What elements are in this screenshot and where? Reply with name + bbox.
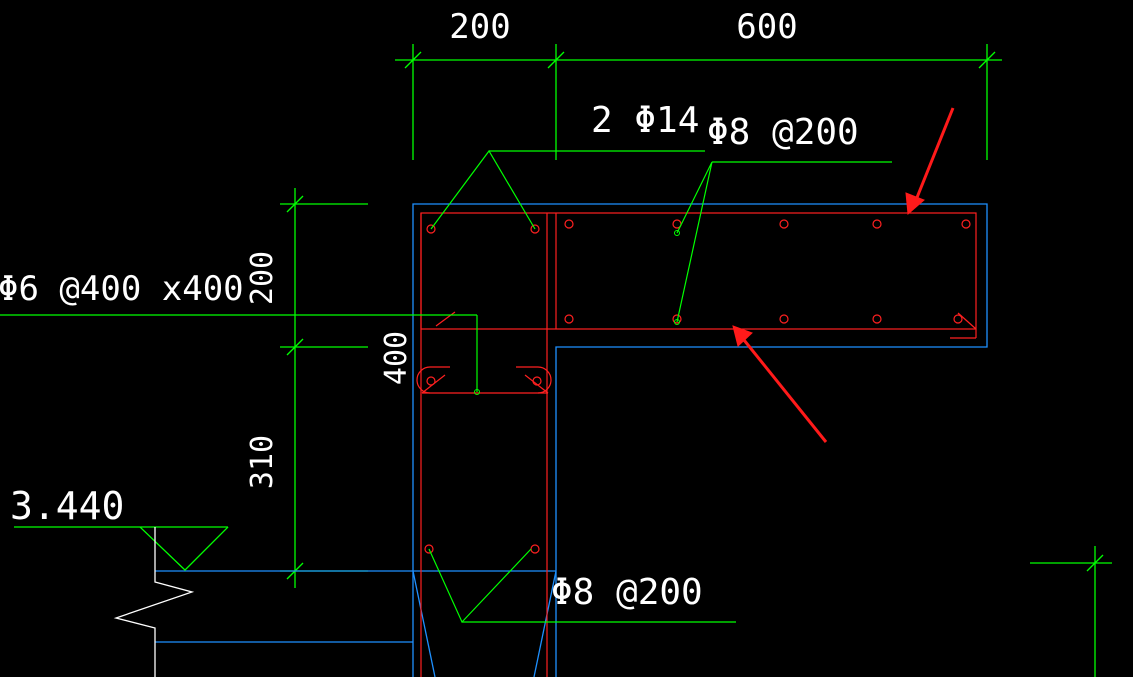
dimension-left-lower: 310	[245, 435, 280, 489]
label-tie-spacing: Φ6 @400 x400	[0, 269, 244, 309]
red-arrow-upper	[905, 107, 955, 216]
rebar-bars	[424, 219, 971, 554]
red-arrow-lower	[732, 325, 828, 443]
label-top-bars: 2 Φ14	[591, 100, 699, 141]
leader-lines	[0, 149, 892, 624]
label-slab-rebar: Φ8 @200	[707, 112, 859, 153]
rebar-lines	[416, 212, 977, 677]
triangle-elevation-icon	[139, 526, 229, 571]
dimension-left-upper: 200	[245, 251, 280, 305]
zigzag-break-icon	[113, 527, 195, 677]
dimension-left-middle: 400	[379, 331, 414, 385]
label-column-stirrup: Φ8 @200	[551, 572, 703, 613]
dimension-top-right: 600	[736, 7, 797, 47]
label-elevation: 3.440	[10, 484, 124, 528]
concrete-outline	[155, 203, 988, 677]
dimension-top-left: 200	[449, 7, 510, 47]
leader-dots	[474, 230, 680, 395]
